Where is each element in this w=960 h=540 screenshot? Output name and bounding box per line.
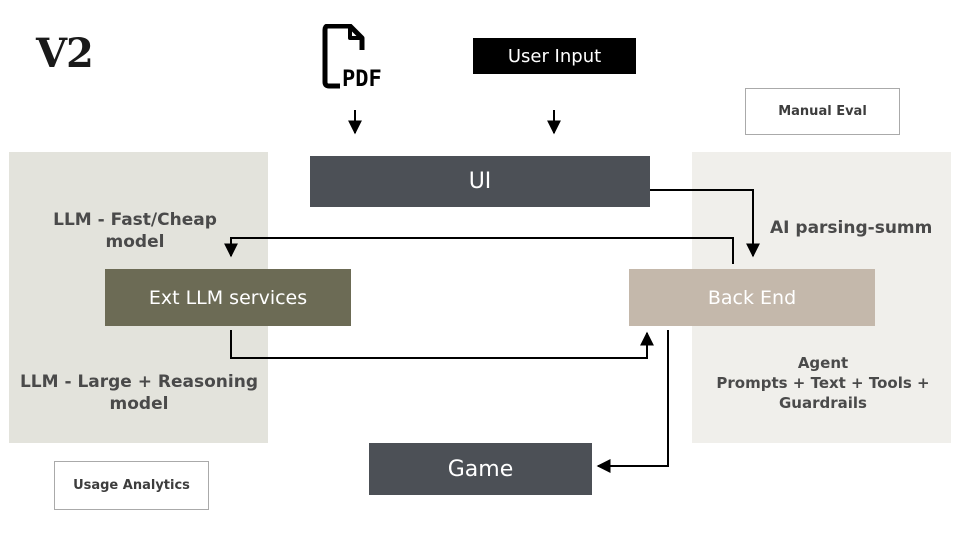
ext-llm-label: Ext LLM services (148, 286, 308, 309)
manual-eval-label: Manual Eval (778, 104, 867, 119)
agent-label: Agent Prompts + Text + Tools + Guardrail… (700, 353, 946, 413)
large-reasoning-line: model (109, 394, 169, 414)
fast-cheap-label: LLM - Fast/Cheap model (20, 209, 250, 253)
user-input-label: User Input (507, 45, 602, 67)
agent-line: Guardrails (779, 394, 867, 412)
user-input-node: User Input (473, 38, 636, 74)
back-end-to-ext-llm-arrow (224, 237, 734, 264)
back-end-label: Back End (707, 286, 797, 309)
game-label: Game (447, 456, 514, 482)
agent-line: Prompts + Text + Tools + (716, 374, 930, 392)
fast-cheap-line: model (105, 232, 165, 252)
diagram-title: V2 (36, 30, 94, 77)
ext-llm-node: Ext LLM services (105, 269, 351, 326)
manual-eval-node: Manual Eval (745, 88, 900, 135)
ui-label: UI (468, 169, 492, 194)
ai-parsing-label: AI parsing-summ (770, 218, 933, 238)
back-end-to-game-arrow (596, 330, 669, 473)
large-reasoning-label: LLM - Large + Reasoning model (11, 371, 267, 415)
game-node: Game (369, 443, 592, 495)
usage-analytics-node: Usage Analytics (54, 461, 209, 510)
ui-node: UI (310, 156, 650, 207)
back-end-node: Back End (629, 269, 875, 326)
pdf-icon-label: PDF (342, 67, 382, 90)
fast-cheap-line: LLM - Fast/Cheap (53, 210, 217, 230)
usage-analytics-label: Usage Analytics (73, 478, 190, 493)
agent-line: Agent (797, 354, 849, 372)
pdf-file-icon: PDF (322, 23, 388, 92)
large-reasoning-line: LLM - Large + Reasoning (19, 372, 259, 392)
ui-to-back-end-arrow (650, 189, 760, 258)
ext-llm-to-back-end-arrow (230, 330, 654, 359)
